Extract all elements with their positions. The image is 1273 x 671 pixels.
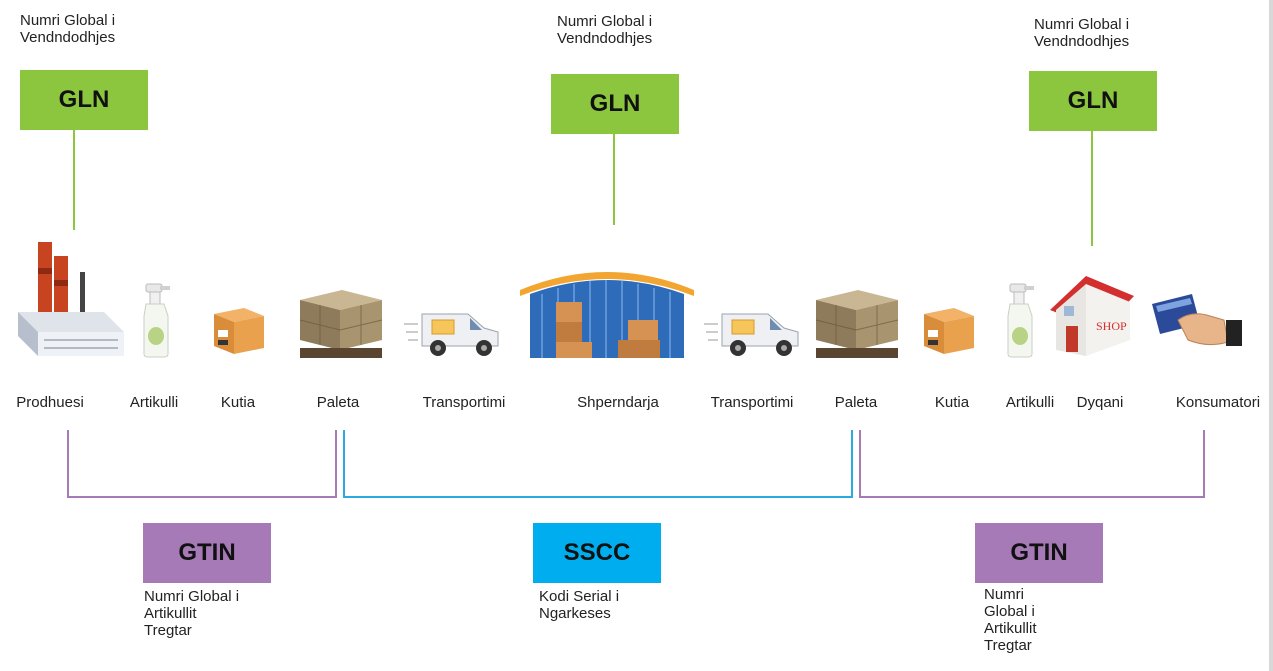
gtin-bracket-left (67, 430, 337, 498)
stage-label-artikulli: Artikulli (129, 394, 179, 411)
shop-icon: SHOP (1050, 276, 1134, 356)
stage-label-paleta: Paleta (316, 394, 360, 411)
scrollbar[interactable] (1269, 0, 1273, 671)
stage-label-transportimi: Transportimi (710, 394, 794, 411)
shop-sign: SHOP (1096, 319, 1127, 333)
van-icon (704, 313, 799, 356)
sscc-bracket (343, 430, 853, 498)
gln-badge: GLN (551, 74, 679, 134)
box-icon (924, 308, 974, 354)
pallet-icon (815, 290, 899, 358)
stage-label-paleta: Paleta (834, 394, 878, 411)
gln-caption: Numri Global i Vendndodhjes (557, 13, 653, 47)
gln-caption: Numri Global i Vendndodhjes (20, 12, 116, 46)
stage-label-kutia: Kutia (220, 394, 256, 411)
gtin-caption: Numri Global i Artikullit Tregtar (984, 586, 1037, 654)
gtin-bracket-right (859, 430, 1205, 498)
warehouse-icon (520, 272, 694, 358)
gtin-badge: GTIN (143, 523, 271, 583)
box-icon (214, 308, 264, 354)
card-payment-icon (1152, 294, 1242, 346)
stage-label-prodhuesi: Prodhuesi (16, 394, 84, 411)
stage-label-dyqani: Dyqani (1076, 394, 1124, 411)
stage-label-artikulli: Artikulli (1005, 394, 1055, 411)
gln-badge: GLN (20, 70, 148, 130)
sscc-badge: SSCC (533, 523, 661, 583)
van-icon (404, 313, 499, 356)
gtin-caption: Numri Global i Artikullit Tregtar (144, 588, 240, 639)
gln-caption: Numri Global i Vendndodhjes (1034, 16, 1130, 50)
pallet-icon (299, 290, 383, 358)
spray-bottle-icon (143, 283, 170, 358)
factory-icon (18, 242, 124, 356)
stage-label-transportimi: Transportimi (422, 394, 506, 411)
stage-label-kutia: Kutia (934, 394, 970, 411)
gtin-badge: GTIN (975, 523, 1103, 583)
stage-label-shperndarja: Shperndarja (577, 394, 659, 411)
stage-label-konsumatori: Konsumatori (1175, 394, 1261, 411)
gln-badge: GLN (1029, 71, 1157, 131)
sscc-caption: Kodi Serial i Ngarkeses (539, 588, 620, 622)
spray-bottle-icon (1007, 283, 1034, 358)
